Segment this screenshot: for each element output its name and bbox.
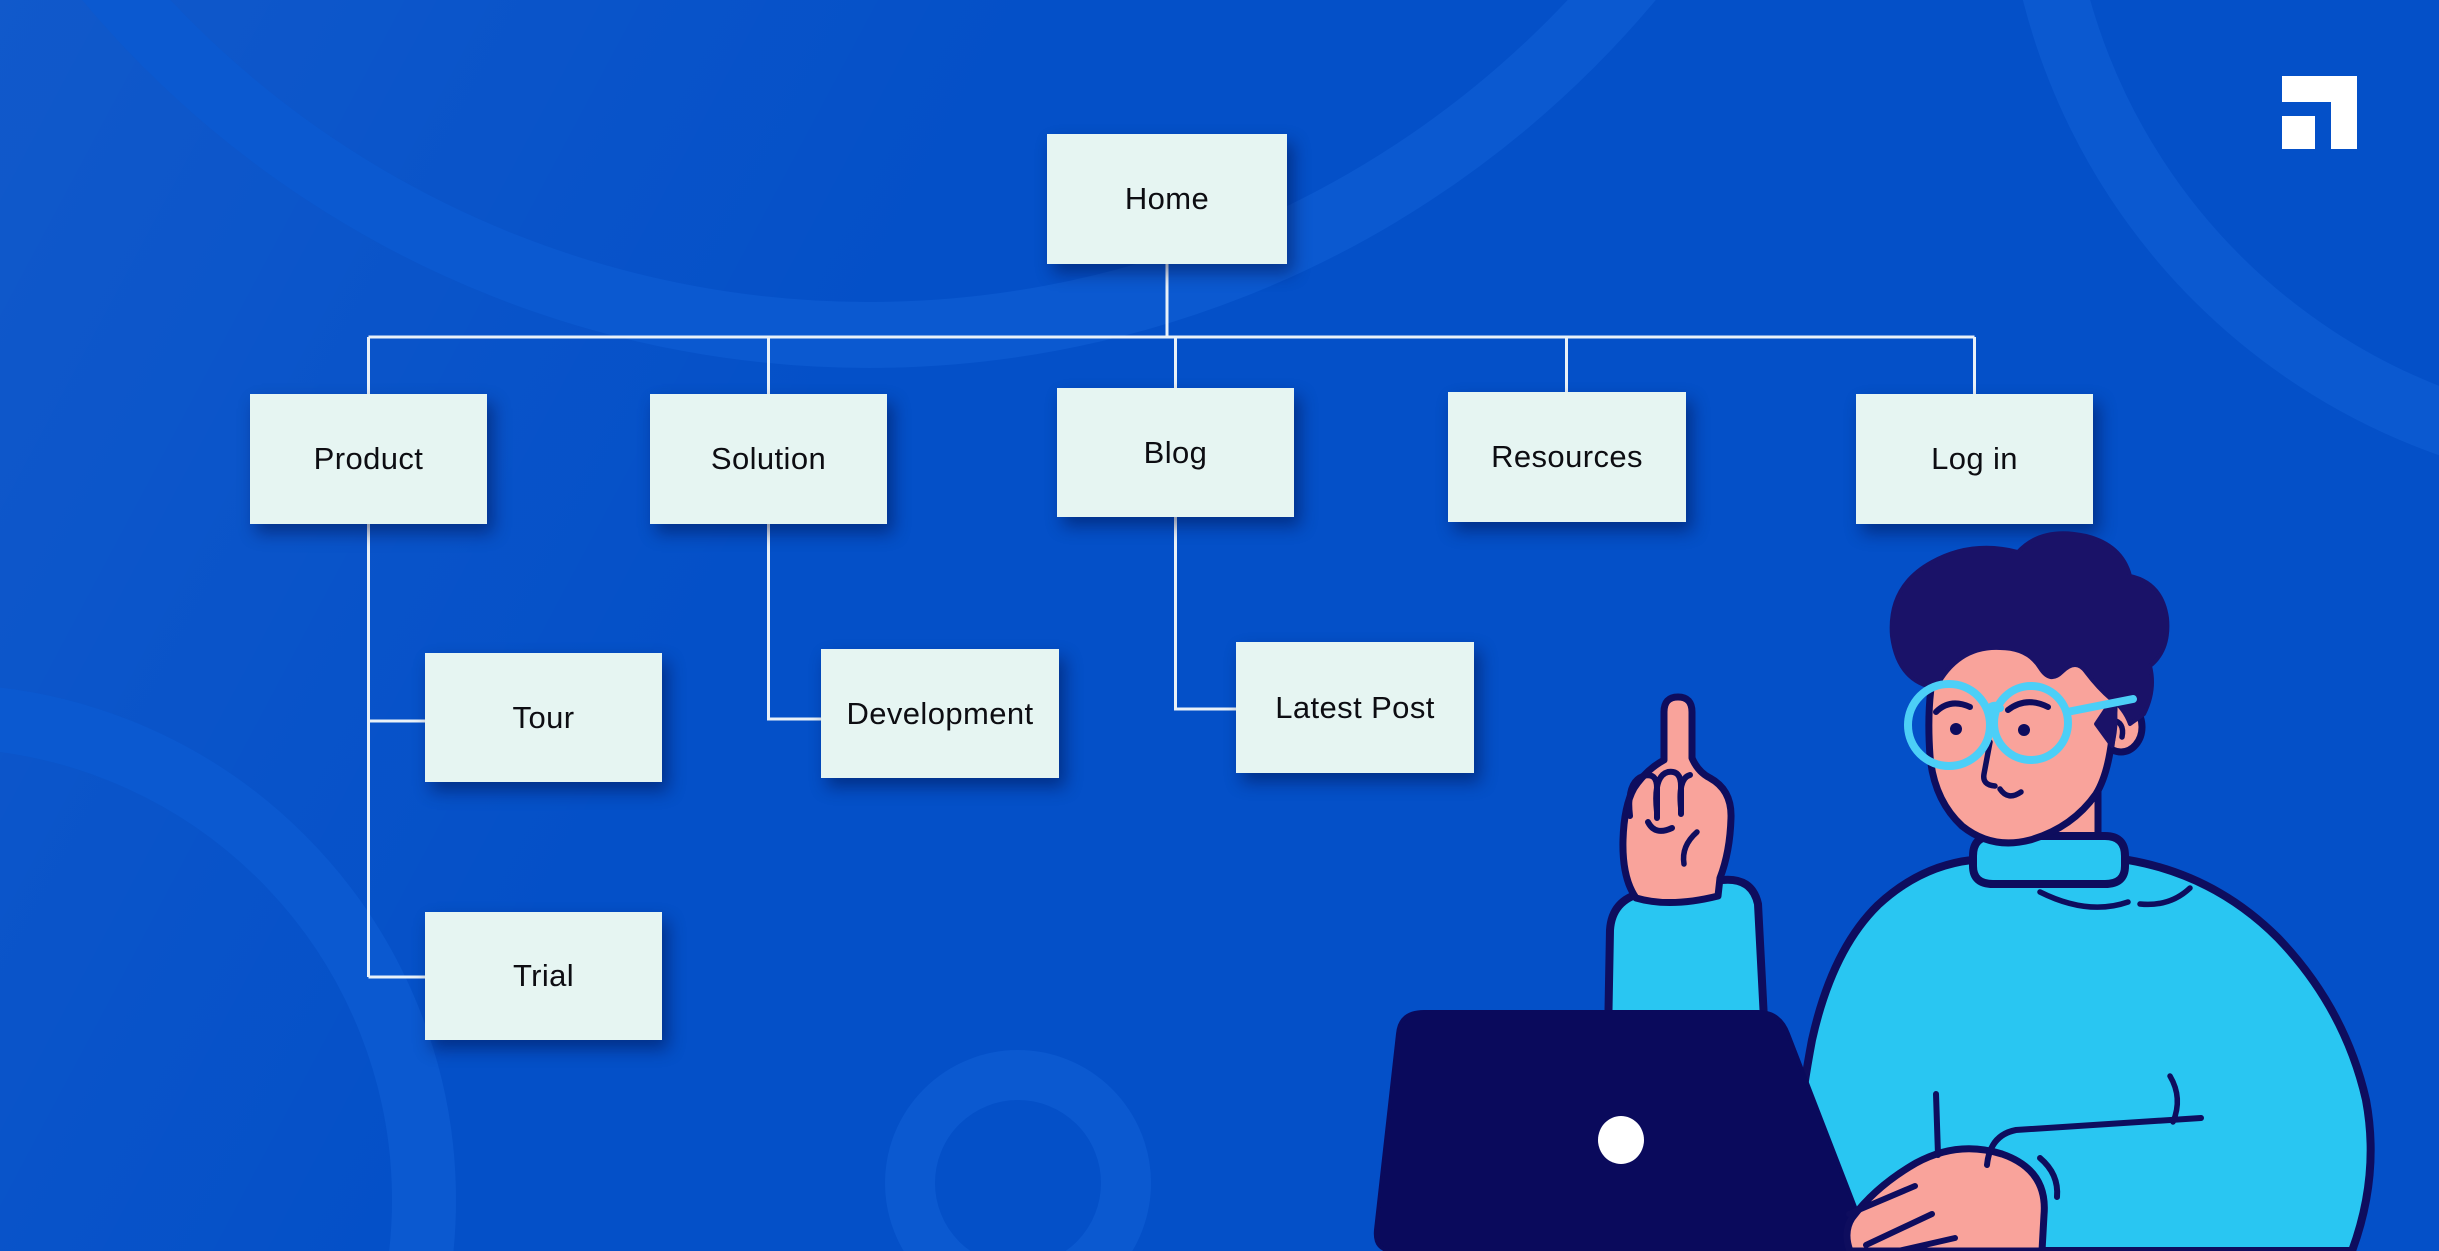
node-product: Product	[250, 394, 487, 524]
logo-small-square	[2282, 116, 2315, 149]
node-trial: Trial	[425, 912, 662, 1040]
node-home: Home	[1047, 134, 1287, 264]
logo-right-column	[2331, 76, 2357, 149]
node-blog: Blog	[1057, 388, 1294, 517]
connector-branch-latest-post	[1174, 517, 1236, 711]
connector-branch-development	[767, 524, 821, 721]
node-login: Log in	[1856, 394, 2093, 524]
node-resources: Resources	[1448, 392, 1686, 522]
brand-logo-icon	[2282, 76, 2357, 149]
node-tour: Tour	[425, 653, 662, 782]
node-solution: Solution	[650, 394, 887, 524]
node-development: Development	[821, 649, 1059, 778]
node-latest-post: Latest Post	[1236, 642, 1474, 773]
